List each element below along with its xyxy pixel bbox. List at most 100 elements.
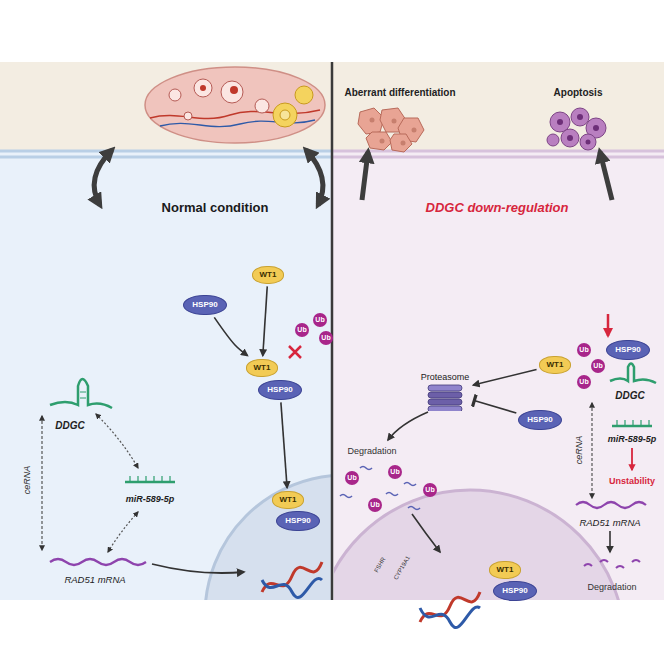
circle-shape <box>412 128 417 133</box>
path-shape <box>386 493 398 496</box>
node-text: HSP90 <box>615 346 640 355</box>
wt1-protein: WT1 <box>489 561 522 580</box>
path-shape <box>616 566 624 568</box>
node-text: HSP90 <box>267 386 292 395</box>
node-text: WT1 <box>280 496 297 505</box>
path-shape <box>289 346 301 358</box>
mrna-name: RAD51 mRNA <box>579 518 640 528</box>
path-shape <box>50 559 146 565</box>
path-shape <box>262 578 322 597</box>
circle-shape <box>169 89 181 101</box>
path-shape <box>390 134 412 152</box>
path-shape <box>632 560 640 562</box>
arrow-connector <box>281 402 287 487</box>
path-shape <box>152 564 244 573</box>
arrow-connector <box>214 317 247 355</box>
rna-name: DDGC <box>55 420 84 431</box>
ubiquitin-tag: Ub <box>345 471 359 485</box>
circle-shape <box>230 86 238 94</box>
path-shape <box>612 425 652 428</box>
g-shape <box>584 560 640 568</box>
circle-shape <box>593 125 599 131</box>
wt1-protein: WT1 <box>539 356 572 375</box>
path-shape <box>94 150 112 205</box>
circle-shape <box>200 85 206 91</box>
path-shape <box>631 448 633 470</box>
path-shape <box>600 152 612 200</box>
circle-shape <box>586 140 591 145</box>
circle-shape <box>567 135 573 141</box>
node-text: HSP90 <box>192 301 217 310</box>
node-text: HSP90 <box>527 416 552 425</box>
circle-shape <box>205 475 331 600</box>
ubiquitin-tag: Ub <box>388 465 402 479</box>
node-text: WT1 <box>497 566 514 575</box>
line-shape <box>0 150 331 153</box>
circle-shape <box>571 108 589 126</box>
mechanism-label: ceRNA <box>23 466 33 495</box>
ubiquitin-tag: Ub <box>295 323 309 337</box>
process-label: Degradation <box>347 447 396 457</box>
circle-shape <box>392 119 397 124</box>
circle-shape <box>557 119 563 125</box>
circle-shape <box>334 490 625 600</box>
wt1-protein: WT1 <box>246 359 279 378</box>
circle-shape <box>273 103 297 127</box>
line-shape <box>333 156 664 159</box>
process-label: Degradation <box>587 583 636 593</box>
path-shape <box>306 150 323 205</box>
path-shape <box>404 483 416 486</box>
node-text: WT1 <box>254 364 271 373</box>
outcome-label: Apoptosis <box>554 87 603 98</box>
ubiquitin-tag: Ub <box>423 483 437 497</box>
ubiquitin-tag: Ub <box>368 498 382 512</box>
ubiquitin-tag: Ub <box>591 359 605 373</box>
gene-name: CYP19A1 <box>393 555 412 581</box>
path-shape <box>591 403 592 498</box>
mirna-name: miR-589-5p <box>126 495 175 505</box>
path-shape <box>362 152 368 200</box>
path-shape <box>617 420 649 426</box>
node-text: Proteasome <box>421 373 470 383</box>
path-shape <box>412 514 440 552</box>
wt1-protein: WT1 <box>272 491 305 510</box>
circle-shape <box>280 110 290 120</box>
node-text: HSP90 <box>285 517 310 526</box>
hsp90-protein: HSP90 <box>518 410 561 431</box>
proteasome-icon <box>424 383 466 411</box>
circle-shape <box>194 79 212 97</box>
circle-shape <box>221 81 243 103</box>
path-shape <box>388 412 428 440</box>
mechanism-label: ceRNA <box>575 436 585 465</box>
path-shape <box>420 607 480 627</box>
path-shape <box>130 476 170 482</box>
path-shape <box>50 379 112 408</box>
node-text: HSP90 <box>502 587 527 596</box>
circle-shape <box>370 118 375 123</box>
rect-shape <box>0 62 664 600</box>
wt1-protein: WT1 <box>252 266 285 285</box>
path-shape <box>340 495 352 498</box>
ubiquitin-tag: Ub <box>577 375 591 389</box>
path-shape <box>576 502 646 508</box>
arrow-connector <box>473 370 536 386</box>
mirna-name: miR-589-5p <box>608 435 657 445</box>
path-shape <box>600 560 608 562</box>
proteasome-ring <box>428 392 462 398</box>
path-shape <box>584 564 592 566</box>
path-shape <box>610 364 656 384</box>
proteasome-ring <box>428 399 462 405</box>
rna-name: DDGC <box>615 390 644 401</box>
node-text: WT1 <box>547 361 564 370</box>
line-shape <box>331 62 334 600</box>
circle-shape <box>580 134 596 150</box>
circle-shape <box>561 129 579 147</box>
g-shape <box>557 114 599 145</box>
path-shape <box>366 132 392 150</box>
line-shape <box>0 156 331 159</box>
path-shape <box>360 467 372 470</box>
node-text: WT1 <box>260 271 277 280</box>
